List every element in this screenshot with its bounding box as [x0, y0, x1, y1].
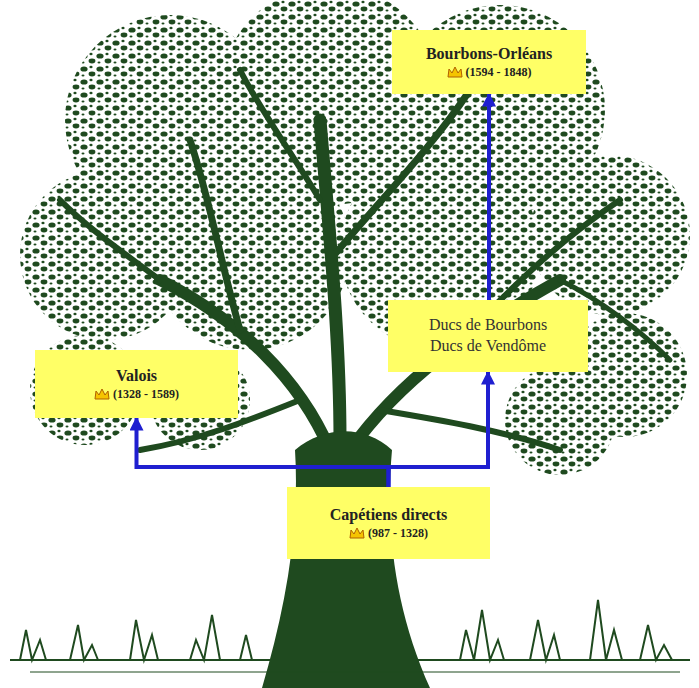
text-holder: Bourbons-Orléans — [426, 43, 552, 65]
text-holder: (1328 - 1589) — [94, 386, 179, 403]
date-row: (1328 - 1589) — [94, 386, 179, 403]
text-holder: (1594 - 1848) — [447, 64, 532, 81]
crown-icon — [349, 527, 365, 539]
text-holder: (987 - 1328) — [349, 525, 428, 542]
house-name: Ducs de Bourbons — [429, 316, 547, 333]
text-row: Capétiens directs — [330, 504, 447, 526]
dynasty-box: Ducs de BourbonsDucs de Vendôme — [388, 300, 588, 372]
crown-shape — [95, 389, 109, 399]
dynasty-box: Capétiens directs (987 - 1328) — [287, 487, 490, 559]
dynasty-box: Bourbons-Orléans (1594 - 1848) — [392, 30, 586, 94]
branches — [60, 70, 670, 450]
text-row: Bourbons-Orléans — [426, 43, 552, 65]
text-holder: Valois — [116, 365, 157, 387]
lineage-arrow — [137, 418, 389, 487]
text-row: Ducs de Vendôme — [430, 336, 546, 357]
date-row: (987 - 1328) — [349, 525, 428, 542]
date-row: (1594 - 1848) — [447, 64, 532, 81]
dynasty-name: Valois — [116, 367, 157, 384]
reign-dates: (1328 - 1589) — [113, 387, 179, 401]
dynasty-box: Valois (1328 - 1589) — [35, 350, 238, 418]
crown-icon — [447, 66, 463, 78]
grass — [10, 600, 690, 672]
text-holder: Capétiens directs — [330, 504, 447, 526]
foliage — [20, 0, 690, 475]
lineage-arrow — [487, 94, 491, 300]
lineage-arrow — [389, 372, 489, 487]
text-holder: Ducs de Bourbons — [429, 315, 547, 336]
text-holder: Ducs de Vendôme — [430, 336, 546, 357]
text-row: Ducs de Bourbons — [429, 315, 547, 336]
dynasty-name: Bourbons-Orléans — [426, 45, 552, 62]
tree-trunk — [262, 431, 430, 688]
text-row: Valois — [116, 365, 157, 387]
reign-dates: (987 - 1328) — [368, 526, 428, 540]
crown-shape — [448, 67, 462, 77]
crown-shape — [350, 528, 364, 538]
crown-icon — [94, 388, 110, 400]
dynasty-name: Capétiens directs — [330, 506, 447, 523]
house-name: Ducs de Vendôme — [430, 337, 546, 354]
reign-dates: (1594 - 1848) — [466, 65, 532, 79]
